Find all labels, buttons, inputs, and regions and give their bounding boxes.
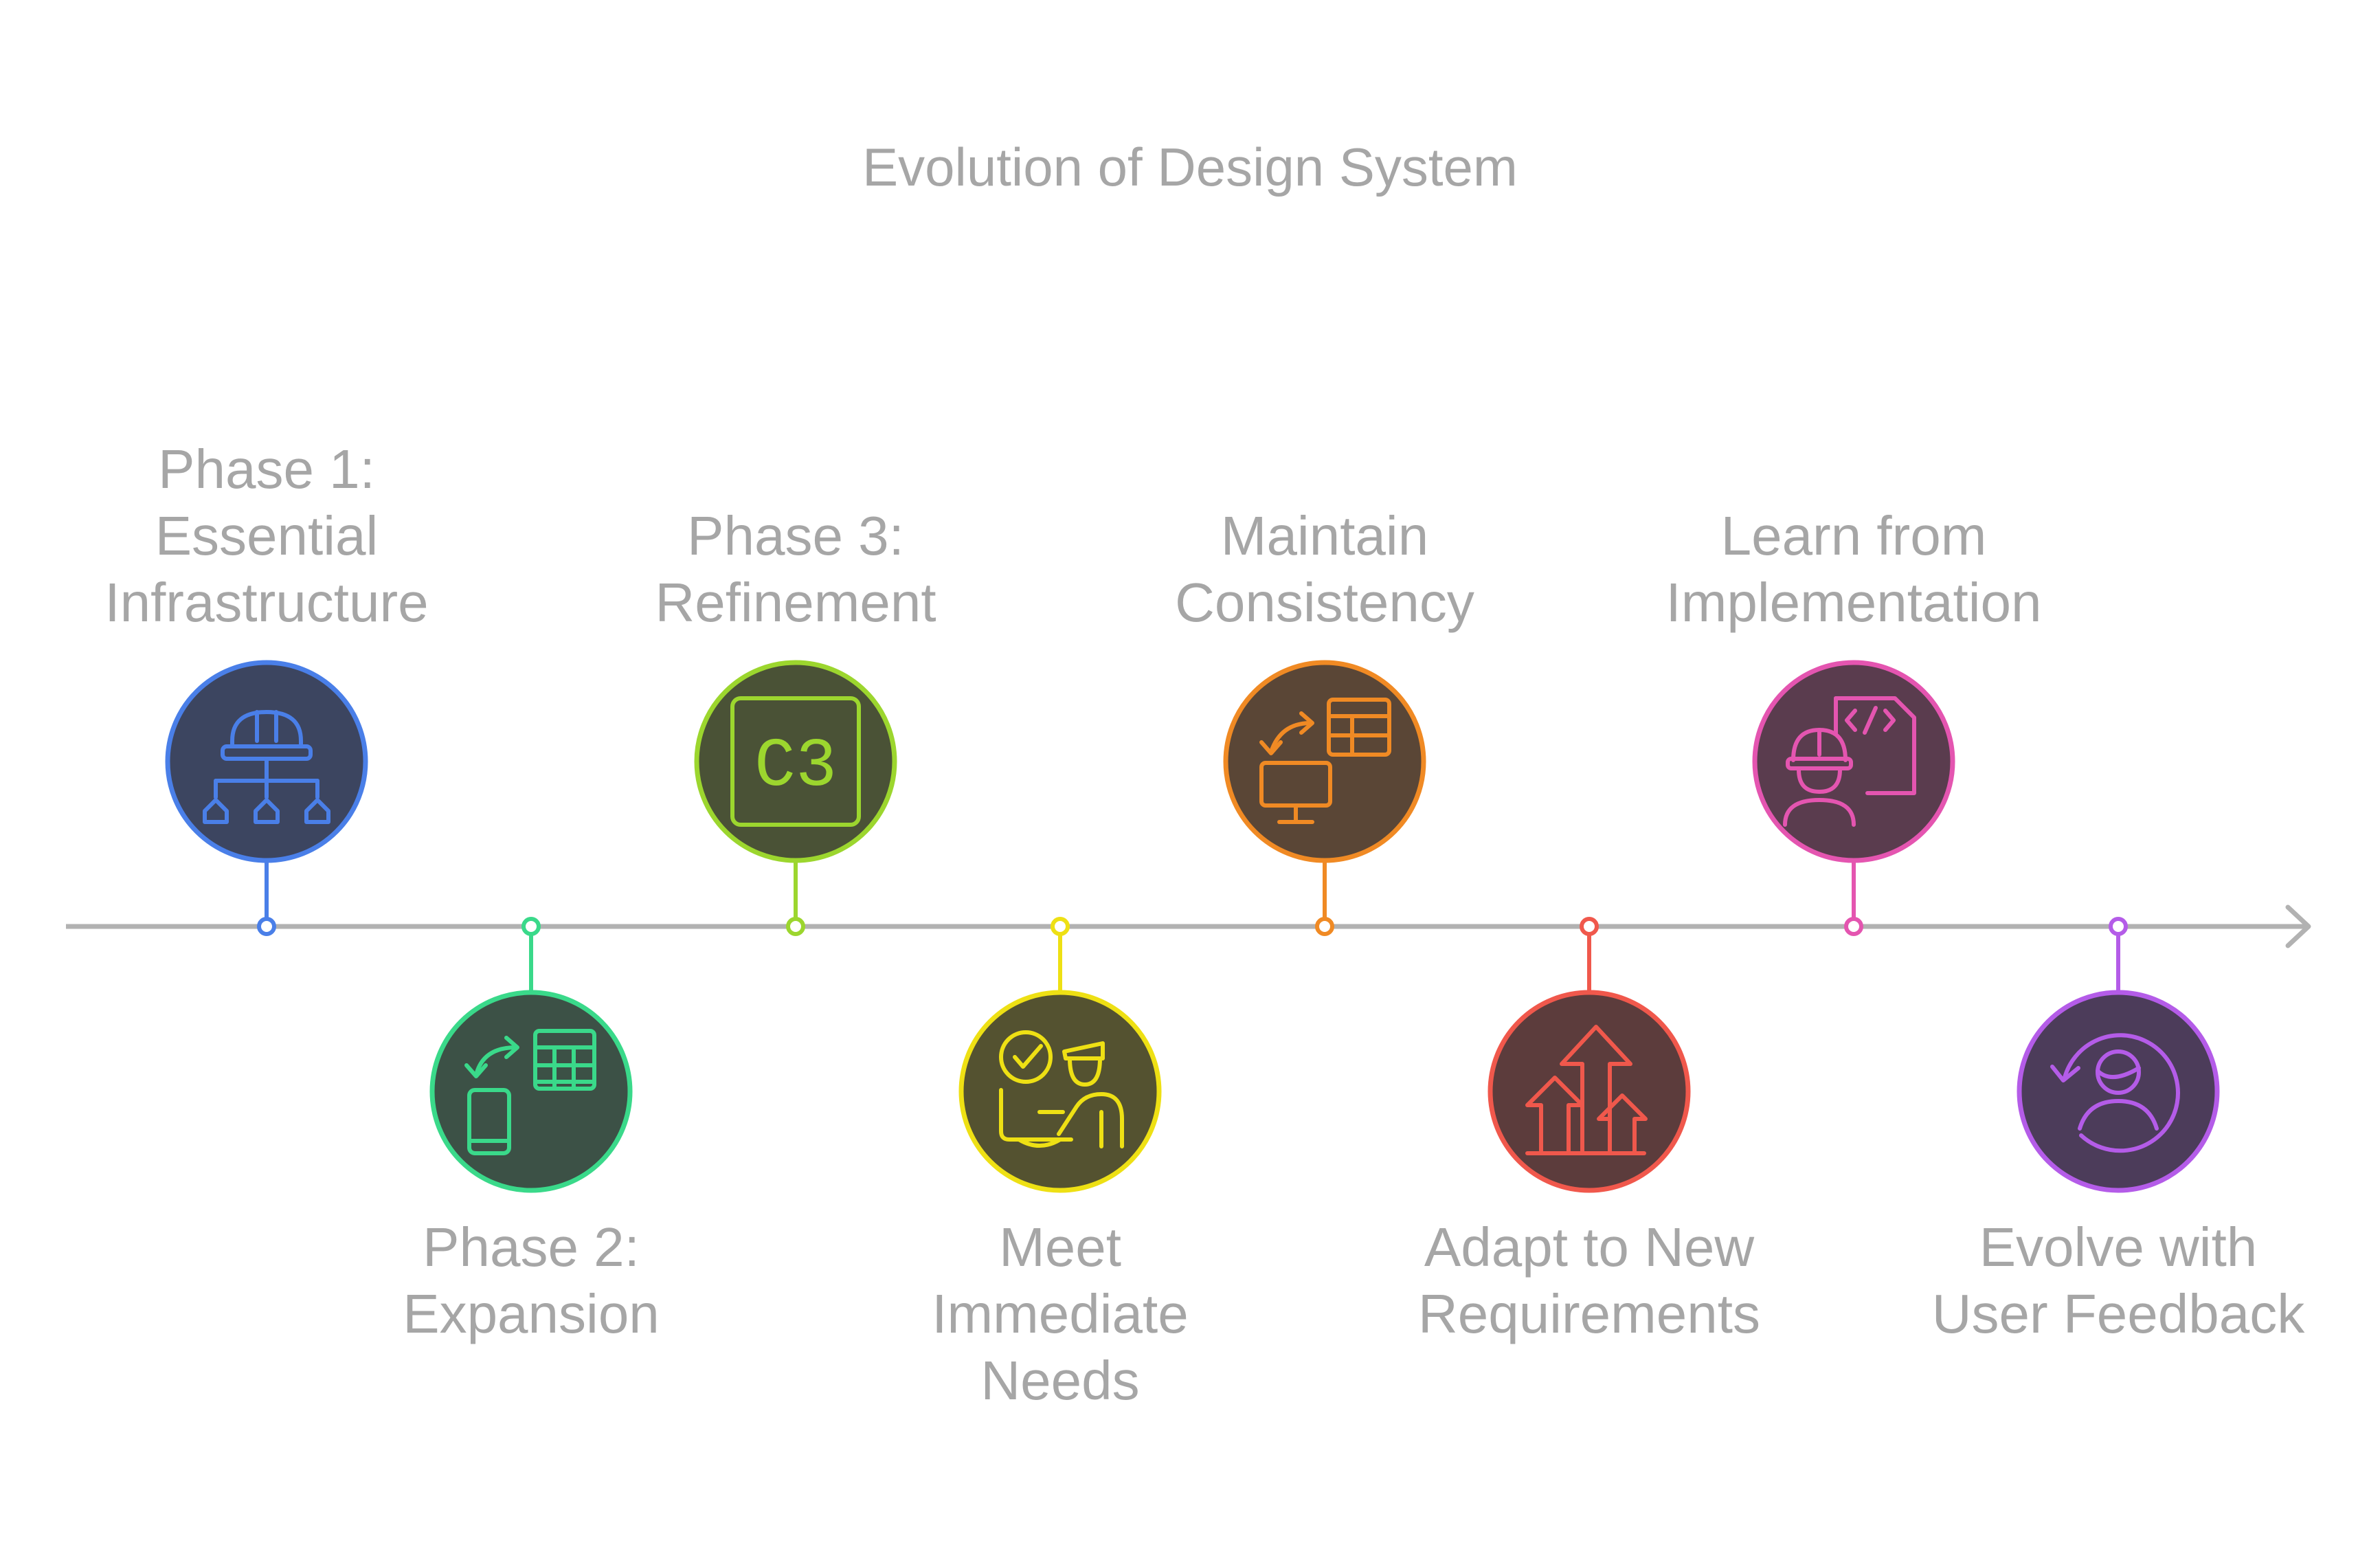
axis-marker <box>1580 917 1599 936</box>
axis-marker <box>786 917 805 936</box>
phase-label-line: User Feedback <box>1932 1283 2305 1344</box>
monitor-to-table-icon <box>1259 698 1391 824</box>
phase-label-line: Needs <box>980 1350 1139 1411</box>
axis-marker <box>521 917 541 936</box>
axis-marker <box>1844 917 1863 936</box>
phase-label-line: Consistency <box>1175 572 1474 633</box>
phase-label-line: Implementation <box>1666 572 2042 633</box>
phase-label-line: Maintain <box>1221 505 1428 566</box>
phase-label-line: Infrastructure <box>104 572 428 633</box>
phase-label-line: Phase 2: <box>423 1216 640 1278</box>
phase-circle <box>429 990 633 1193</box>
phase-label-line: Evolve with <box>1979 1216 2258 1278</box>
developer-code-icon <box>1783 696 1916 827</box>
c3-badge-label: C3 <box>754 729 837 806</box>
hard-hat-hierarchy-icon <box>203 710 330 824</box>
timeline-phase: C3 Phase 3:Refinement <box>655 505 936 936</box>
diagram-title: Evolution of Design System <box>862 137 1518 197</box>
c3-badge-icon: C3 <box>730 696 861 827</box>
phase-label-line: Immediate <box>932 1283 1188 1344</box>
axis-marker <box>2109 917 2128 936</box>
phase-label-line: Phase 1: <box>158 438 375 500</box>
phase-circle <box>1752 660 1955 863</box>
timeline-arrowhead <box>2285 904 2311 948</box>
user-cycle-icon <box>2050 1033 2180 1153</box>
growth-arrows-icon <box>1525 1025 1648 1155</box>
phase-label-line: Meet <box>999 1216 1121 1278</box>
phase-label-line: Requirements <box>1418 1283 1760 1344</box>
phase-circle <box>1488 990 1691 1193</box>
phase-label-line: Essential <box>155 505 379 566</box>
mobile-to-table-icon <box>464 1029 596 1155</box>
axis-marker <box>257 917 276 936</box>
phase-label-line: Adapt to New <box>1424 1216 1755 1278</box>
checklist-worker-icon <box>999 1030 1124 1148</box>
phase-label-line: Learn from <box>1721 505 1987 566</box>
phase-label-line: Expansion <box>403 1283 660 1344</box>
phase-label-line: Phase 3: <box>687 505 904 566</box>
timeline-phase: Phase 2:Expansion <box>403 917 660 1344</box>
phase-label-line: Refinement <box>655 572 936 633</box>
phase-circle <box>694 660 897 863</box>
axis-marker <box>1315 917 1334 936</box>
axis-marker <box>1051 917 1070 936</box>
phase-circle <box>958 990 1162 1193</box>
